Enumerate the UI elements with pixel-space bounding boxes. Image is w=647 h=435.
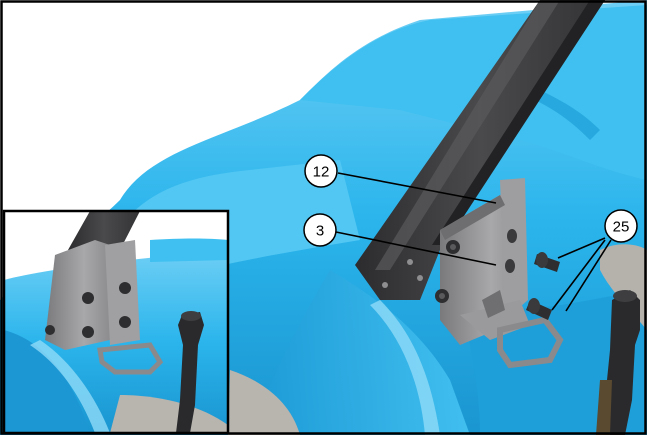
handle-icon	[596, 290, 640, 435]
bracket-icon	[382, 178, 528, 345]
callout-25: 25	[604, 209, 638, 243]
callout-3: 3	[303, 213, 337, 247]
callout-12: 12	[304, 154, 338, 188]
inset-view	[2, 209, 230, 435]
latch	[460, 290, 564, 369]
callout-12-label: 12	[313, 164, 330, 181]
callout-25-label: 25	[613, 219, 630, 236]
callout-3-label: 3	[316, 223, 324, 240]
bolt-icon	[526, 252, 560, 320]
callout-leaders	[335, 172, 612, 312]
